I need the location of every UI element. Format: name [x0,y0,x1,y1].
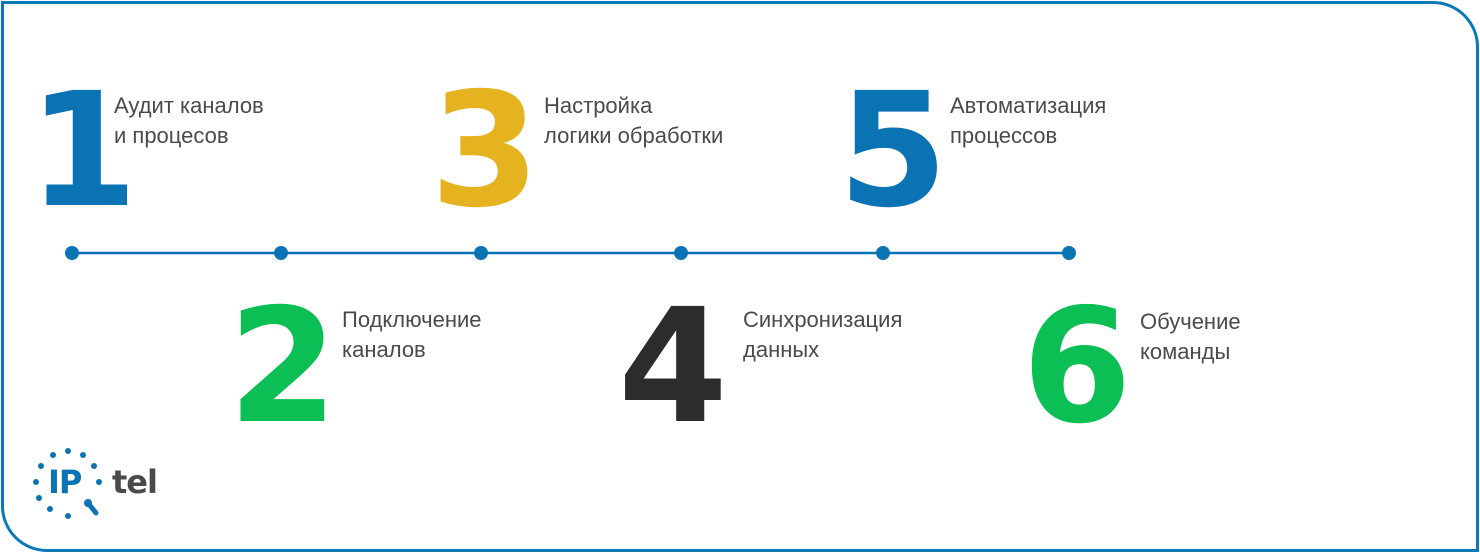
step-4-line-2: данных [743,337,820,362]
step-5-number: 5 [838,59,948,243]
step-5-label: Автоматизация процессов [950,91,1106,151]
iptel-logo: IP tel [28,446,178,526]
step-6-label: Обучение команды [1140,307,1241,367]
step-1-label: Аудит каналов и процесов [114,91,264,151]
logo-ip-text: IP [48,463,82,501]
step-3-number: 3 [430,59,540,243]
step-4-number: 4 [618,275,728,459]
step-2-line-1: Подключение [342,307,482,332]
timeline-dot [65,246,79,260]
timeline-dot [674,246,688,260]
step-4-label: Синхронизация данных [743,305,902,365]
timeline-dot [274,246,288,260]
step-4-line-1: Синхронизация [743,307,903,332]
step-6-line-1: Обучение [1140,309,1241,334]
step-5-line-1: Автоматизация [950,93,1107,118]
step-3-line-1: Настройка [544,93,653,118]
step-6-number: 6 [1022,275,1132,459]
timeline-dot [474,246,488,260]
step-1-number: 1 [28,59,138,243]
step-2-label: Подключение каналов [342,305,482,365]
timeline-dot [876,246,890,260]
logo-dots-icon [33,448,102,519]
timeline-dot [1062,246,1076,260]
step-6-line-2: команды [1140,339,1231,364]
step-1-line-1: Аудит каналов [114,93,264,118]
step-3-line-2: логики обработки [544,123,724,148]
logo-tel-text: tel [112,463,158,501]
step-2-line-2: каналов [342,337,426,362]
step-1-line-2: и процесов [114,123,229,148]
step-5-line-2: процессов [950,123,1058,148]
step-2-number: 2 [228,275,338,459]
step-3-label: Настройка логики обработки [544,91,723,151]
